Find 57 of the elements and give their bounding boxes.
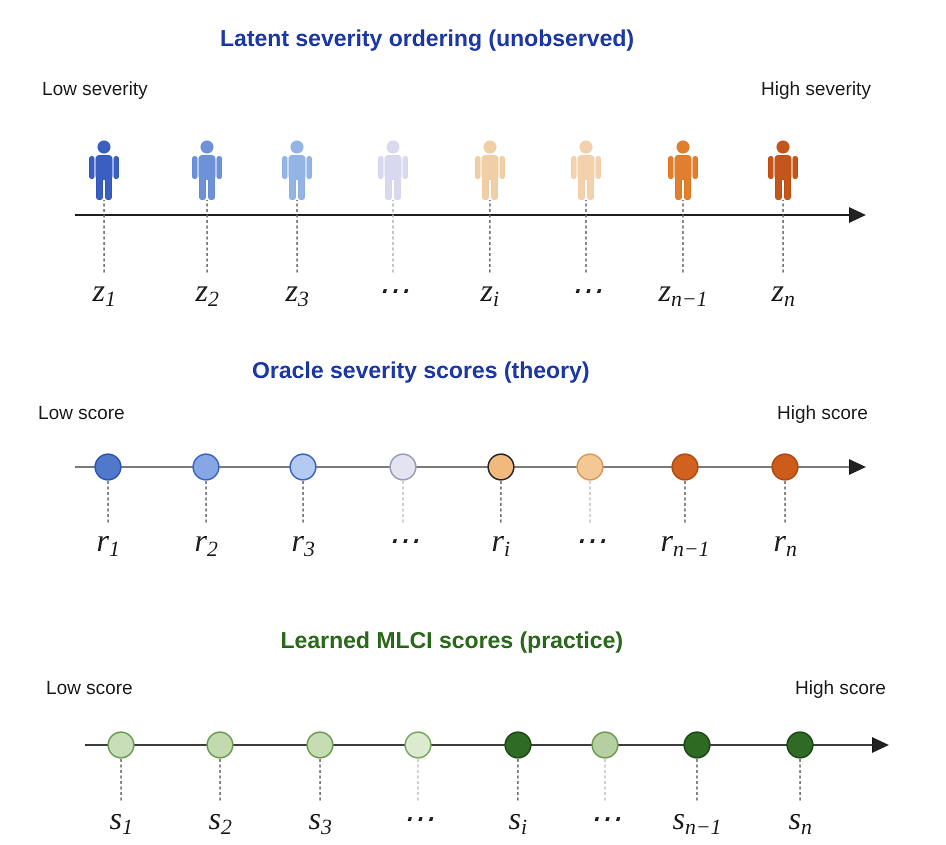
- leader-line: [402, 481, 404, 522]
- leader-line: [682, 200, 684, 272]
- tick-label: s$_{n−1}$: [672, 800, 722, 836]
- leader-line: [417, 759, 419, 800]
- leader-line: [103, 200, 105, 272]
- leader-line: [604, 759, 606, 800]
- leader-line: [684, 481, 686, 522]
- tick-label: z$_{n}$: [772, 272, 795, 308]
- leader-line: [392, 200, 394, 272]
- tick-label: z$_{3}$: [286, 272, 309, 308]
- tick-label: ⋯: [402, 800, 434, 836]
- tick-label: r$_{n−1}$: [660, 522, 710, 558]
- tick-label: ⋯: [377, 272, 409, 308]
- scale-end-label: Low score: [46, 678, 133, 700]
- leader-line: [205, 481, 207, 522]
- scale-end-label: High score: [795, 678, 886, 700]
- scale-end-label: High severity: [761, 79, 871, 101]
- tick-label: s$_{i}$: [508, 800, 527, 836]
- tick-label: r$_{2}$: [194, 522, 218, 558]
- leader-line: [799, 759, 801, 800]
- leader-line: [585, 200, 587, 272]
- tick-label: r$_{i}$: [492, 522, 510, 558]
- leader-line: [500, 481, 502, 522]
- scale-end-label: Low severity: [42, 79, 148, 101]
- tick-label: ⋯: [570, 272, 602, 308]
- leader-line: [589, 481, 591, 522]
- tick-label: z$_{n−1}$: [658, 272, 708, 308]
- leader-line: [296, 200, 298, 272]
- leader-line: [319, 759, 321, 800]
- leader-line: [517, 759, 519, 800]
- section-heading: Oracle severity scores (theory): [252, 357, 590, 384]
- scale-end-label: Low score: [38, 403, 125, 425]
- tick-label: z$_{i}$: [480, 272, 499, 308]
- tick-label: r$_{n}$: [774, 522, 797, 558]
- leader-line: [107, 481, 109, 522]
- scale-end-label: High score: [777, 403, 868, 425]
- tick-label: r$_{1}$: [96, 522, 120, 558]
- section-heading: Learned MLCI scores (practice): [280, 627, 624, 654]
- tick-label: ⋯: [387, 522, 419, 558]
- tick-label: s$_{1}$: [110, 800, 133, 836]
- section-heading: Latent severity ordering (unobserved): [220, 25, 634, 52]
- tick-label: s$_{n}$: [788, 800, 812, 836]
- leader-line: [120, 759, 122, 800]
- leader-line: [206, 200, 208, 272]
- tick-label: s$_{2}$: [208, 800, 232, 836]
- tick-label: z$_{2}$: [196, 272, 219, 308]
- leader-line: [219, 759, 221, 800]
- tick-label: ⋯: [589, 800, 621, 836]
- leader-line: [696, 759, 698, 800]
- leader-line: [489, 200, 491, 272]
- tick-label: s$_{3}$: [308, 800, 332, 836]
- leader-line: [782, 200, 784, 272]
- tick-label: r$_{3}$: [292, 522, 315, 558]
- tick-label: ⋯: [574, 522, 606, 558]
- leader-line: [302, 481, 304, 522]
- tick-label: z$_{1}$: [92, 272, 116, 308]
- leader-line: [784, 481, 786, 522]
